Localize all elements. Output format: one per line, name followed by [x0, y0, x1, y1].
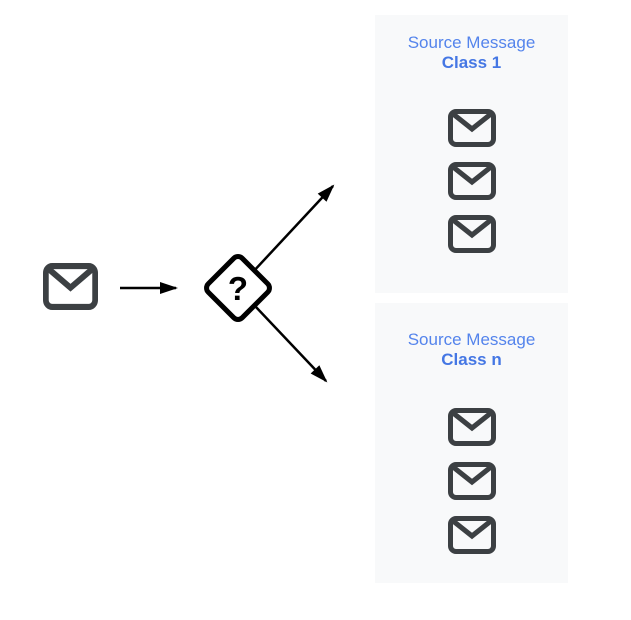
envelope-icon [448, 462, 496, 500]
decision-diamond [204, 254, 272, 322]
envelope-icon [448, 408, 496, 446]
panel-subtitle-text: Class n [441, 350, 502, 369]
envelope-icon [448, 162, 496, 200]
envelope-icon [448, 215, 496, 253]
panel-title-text: Source Message [407, 330, 536, 349]
class-n-panel: Source Message Class n [375, 303, 568, 583]
panel-subtitle-text: Class 1 [441, 53, 502, 72]
flow-arrows-canvas: ? [120, 184, 335, 383]
envelope-icon [448, 516, 496, 554]
class-n-message-list [375, 408, 568, 554]
class-n-panel-title: Source Message Class n [375, 330, 568, 370]
class-1-message-list [375, 109, 568, 253]
class-1-panel: Source Message Class 1 [375, 15, 568, 293]
panel-title-text: Source Message [407, 33, 536, 52]
class-1-panel-title: Source Message Class 1 [375, 33, 568, 73]
envelope-icon [448, 109, 496, 147]
decision-question-mark-label: ? [228, 270, 248, 307]
incoming-envelope-icon [43, 263, 98, 310]
